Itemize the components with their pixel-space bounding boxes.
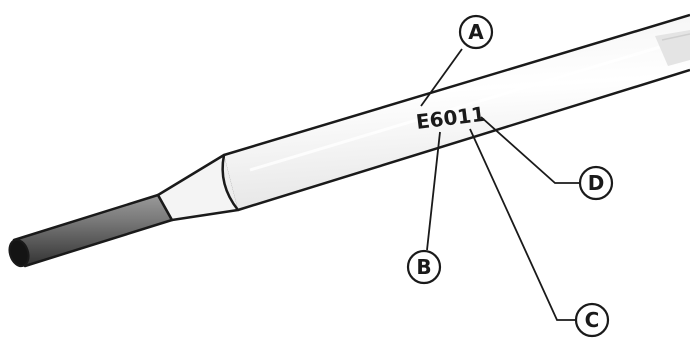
callout-d-letter: D [588,171,605,195]
callout-b-letter: B [416,255,431,279]
callout-a-letter: A [468,20,484,44]
core-wire [8,193,174,268]
callout-a: A [458,14,494,50]
leader-line-b [426,131,441,251]
callout-c-circle [574,302,610,338]
leader-line-a [420,48,463,107]
leader-line-d [480,116,579,184]
callout-a-circle [458,14,494,50]
flux-coating [221,13,690,212]
callout-d: D [578,165,614,201]
callout-c: C [574,302,610,338]
callout-c-letter: C [585,308,600,332]
leader-lines [420,48,579,321]
callout-b: B [406,249,442,285]
callout-b-circle [406,249,442,285]
core-wire-end [8,238,30,268]
leader-line-c [469,128,575,321]
callout-d-circle [578,165,614,201]
